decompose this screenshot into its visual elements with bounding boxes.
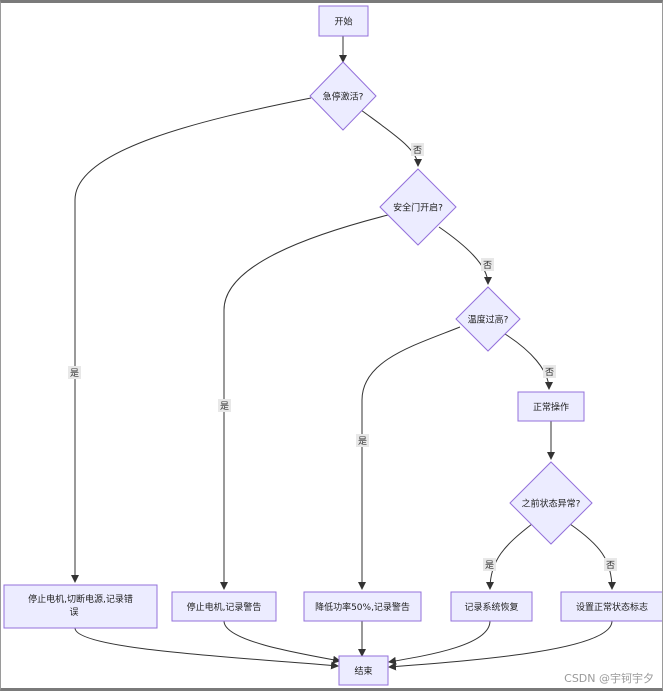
node-normal: 正常操作 bbox=[517, 391, 585, 422]
node-stop-all: 停止电机,切断电源,记录错 误 bbox=[3, 584, 158, 629]
edge-stopall-end bbox=[74, 627, 339, 670]
edge-temp-reduce bbox=[358, 326, 461, 590]
svg-text:是: 是 bbox=[485, 560, 494, 571]
svg-text:是: 是 bbox=[70, 368, 79, 379]
svg-text:否: 否 bbox=[483, 260, 492, 271]
svg-text:是: 是 bbox=[220, 401, 229, 412]
edge-recover-end bbox=[388, 620, 491, 665]
svg-text:否: 否 bbox=[606, 560, 615, 571]
svg-text:急停激活?: 急停激活? bbox=[323, 91, 364, 103]
node-record-recover: 记录系统恢复 bbox=[450, 591, 533, 622]
svg-text:停止电机,切断电源,记录错: 停止电机,切断电源,记录错 bbox=[28, 593, 133, 605]
label-prev-yes: 是 bbox=[483, 558, 496, 571]
edge-estop-door bbox=[360, 109, 422, 167]
svg-text:设置正常状态标志: 设置正常状态标志 bbox=[576, 601, 648, 613]
svg-text:之前状态异常?: 之前状态异常? bbox=[522, 498, 581, 510]
node-stop-warn: 停止电机,记录警告 bbox=[171, 591, 277, 622]
node-end: 结束 bbox=[338, 655, 389, 686]
label-estop-yes: 是 bbox=[68, 366, 81, 379]
edge-stopwarn-end bbox=[223, 620, 341, 664]
node-door-decision: 安全门开启? bbox=[379, 168, 457, 246]
edge-estop-stopall bbox=[71, 97, 312, 583]
svg-text:结束: 结束 bbox=[354, 665, 372, 677]
edge-prev-recover bbox=[486, 523, 533, 590]
node-temp-decision: 温度过高? bbox=[455, 286, 521, 352]
node-prev-decision: 之前状态异常? bbox=[509, 461, 593, 545]
svg-text:降低功率50%,记录警告: 降低功率50%,记录警告 bbox=[315, 601, 410, 613]
svg-text:停止电机,记录警告: 停止电机,记录警告 bbox=[187, 601, 262, 613]
node-set-normal: 设置正常状态标志 bbox=[560, 591, 663, 622]
label-temp-yes: 是 bbox=[356, 434, 369, 447]
svg-text:是: 是 bbox=[358, 436, 367, 447]
svg-text:温度过高?: 温度过高? bbox=[468, 314, 509, 326]
node-reduce-power: 降低功率50%,记录警告 bbox=[303, 591, 422, 622]
svg-text:开始: 开始 bbox=[334, 16, 352, 28]
node-estop-decision: 急停激活? bbox=[309, 61, 377, 131]
svg-text:否: 否 bbox=[413, 145, 422, 156]
svg-text:否: 否 bbox=[545, 367, 554, 378]
edge-prev-setnormal bbox=[569, 523, 616, 590]
edge-setnormal-end bbox=[388, 620, 613, 671]
label-estop-no: 否 bbox=[411, 143, 424, 156]
svg-text:安全门开启?: 安全门开启? bbox=[393, 202, 443, 214]
label-temp-no: 否 bbox=[543, 365, 556, 378]
label-door-yes: 是 bbox=[218, 399, 231, 412]
svg-text:记录系统恢复: 记录系统恢复 bbox=[464, 601, 518, 613]
node-start: 开始 bbox=[318, 5, 369, 37]
svg-text:误: 误 bbox=[69, 607, 78, 618]
edge-temp-normal bbox=[504, 333, 553, 390]
svg-text:正常操作: 正常操作 bbox=[533, 401, 569, 413]
label-prev-no: 否 bbox=[604, 558, 617, 571]
watermark-text: CSDN @宇钶宇夕 bbox=[564, 672, 654, 685]
edge-door-temp bbox=[438, 226, 492, 285]
label-door-no: 否 bbox=[481, 258, 494, 271]
edge-door-stopwarn bbox=[220, 214, 389, 590]
